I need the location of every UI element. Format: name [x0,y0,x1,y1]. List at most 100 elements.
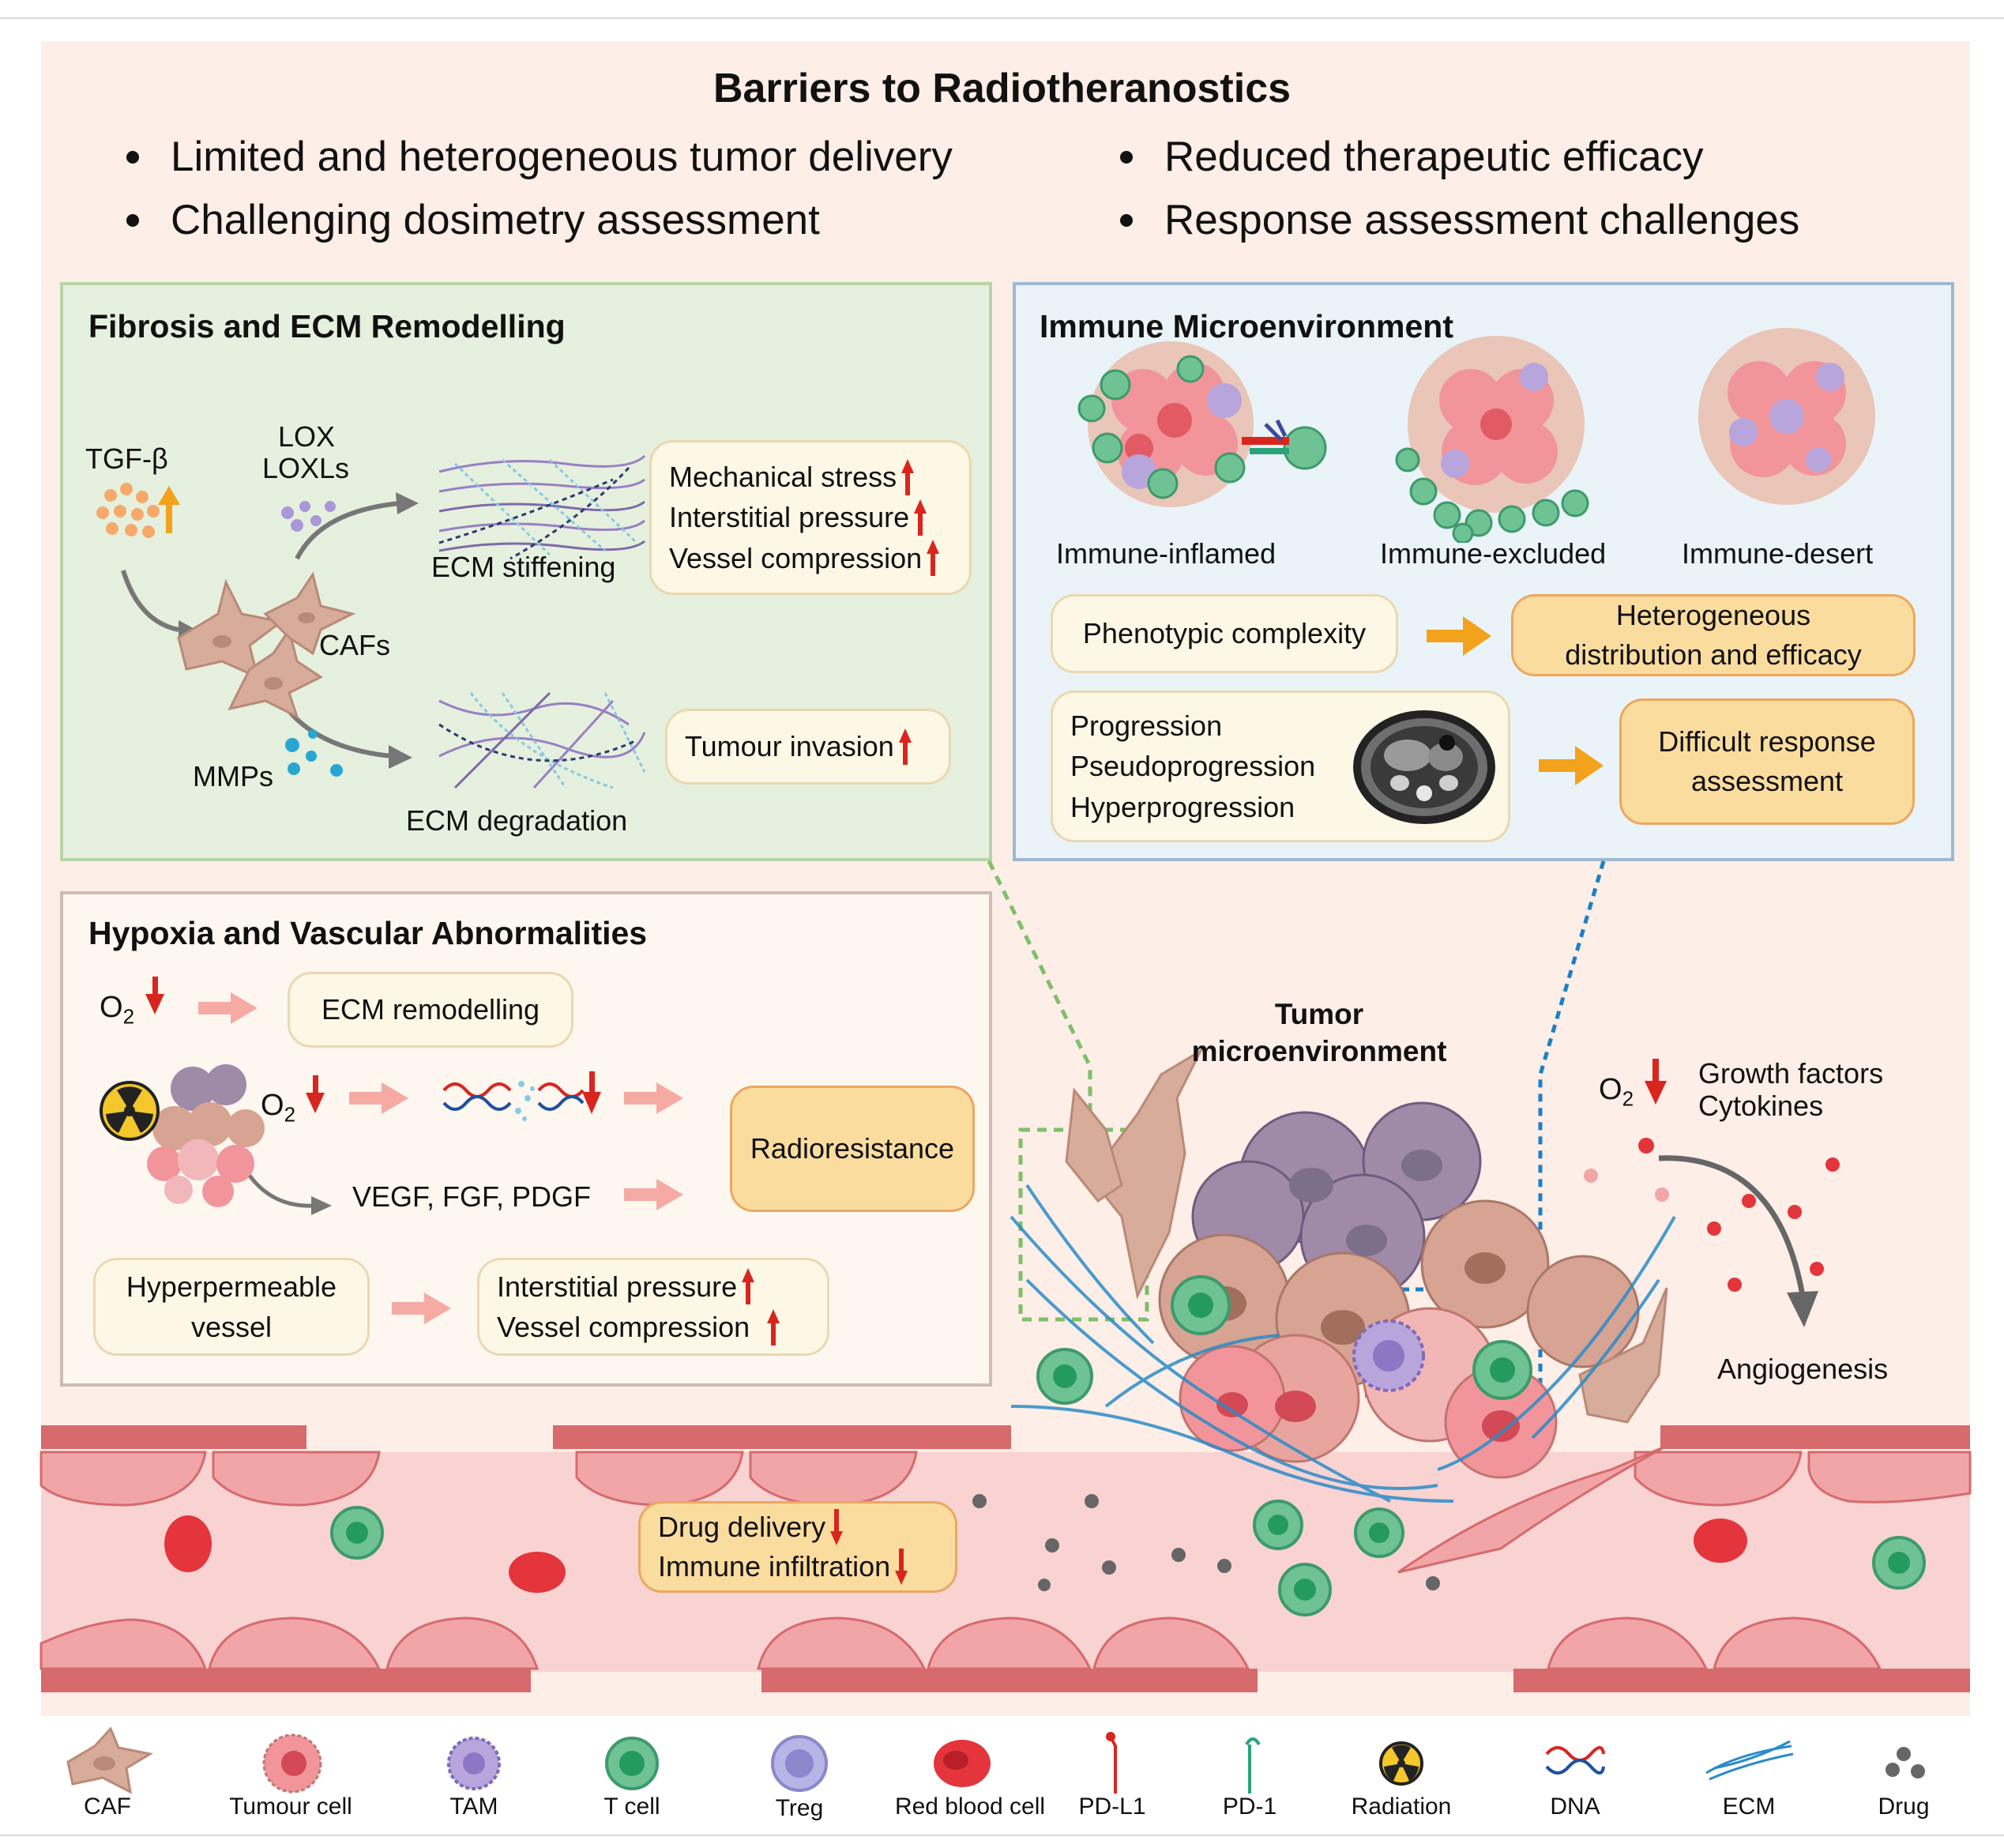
o2-text: O [1599,1073,1622,1106]
red-blood-cell-icon [934,1740,991,1787]
mmps-label: MMPs [193,760,273,792]
mechanical-effects-box: Mechanical stress Interstitial pressure … [649,440,972,595]
up-arrow-icon [901,458,915,495]
legend-label-treg: Treg [775,1795,824,1821]
tgf-beta-dots [96,483,160,538]
down-arrow-icon [145,977,164,1014]
hyperpermeable-vessel-box: Hyperpermeable vessel [93,1258,370,1356]
legend-label-red-blood-cell: Red blood cell [894,1793,1046,1820]
bullet-dot [1120,213,1133,227]
legend-label-ecm: ECM [1722,1793,1776,1820]
t-cell-icon [605,1737,659,1790]
box-text: Hyperpermeable vessel [126,1270,337,1343]
o2-text: O [100,991,123,1024]
immune-inflamed-cluster [1077,341,1327,507]
growth-factors-label: Growth factors Cytokines [1698,1057,1883,1122]
tgf-beta-label: TGF-β [85,442,168,475]
o2-subscript: 2 [1622,1086,1634,1111]
vessel-effects-box: Drug delivery Immune infiltration [638,1501,957,1593]
caf-to-stiffening-arrow [295,501,400,560]
effect-text: Vessel compression [497,1311,750,1343]
effect-text: Tumour invasion [685,730,894,763]
effect-line: Tumour invasion [685,726,931,766]
vascular-effects-box: Interstitial pressure Vessel compression [477,1258,829,1356]
vessel-wall-top [41,1425,1970,1449]
factor-text: Growth factors [1698,1057,1884,1090]
effect-line: Interstitial pressure [669,497,952,537]
bullet-text: Response assessment challenges [1164,197,1800,243]
effect-text: Vessel compression [669,541,923,574]
effect-text: Interstitial pressure [669,501,910,534]
red-blood-cells [164,1515,1747,1593]
immune-title: Immune Microenvironment [1040,308,1453,344]
o2-label: O2 [1599,1073,1634,1112]
ecm-degradation-label: ECM degradation [406,804,628,837]
growth-factor-label: VEGF, FGF, PDGF [352,1180,592,1213]
tme-caf-cells [1065,1048,1668,1424]
legend-label-dna: DNA [1550,1793,1600,1820]
progression-text: Hyperprogression [1070,790,1295,823]
down-arrow-icon [1645,1059,1667,1105]
tme-title-line: Tumor [1274,998,1364,1030]
lox-label: LOX [278,420,336,453]
legend-label-radiation: Radiation [1351,1793,1452,1820]
box-text: ECM remodelling [321,993,540,1026]
down-arrow-icon [582,1071,601,1114]
bottom-rule [0,1835,2004,1836]
up-arrow-icon [927,540,940,577]
legend-label-pd-l1: PD-L1 [1078,1793,1146,1820]
pink-arrow-icon [349,1082,408,1114]
radioresistance-box: Radioresistance [730,1086,975,1212]
bullet-dot [126,150,139,164]
cluster-to-growth-arrow [248,1174,314,1208]
orange-arrow-icon [1427,616,1491,656]
bullet-delivery: Limited and heterogeneous tumor delivery [126,133,953,181]
immune-excluded-cluster [1395,336,1589,543]
fibrosis-illustration [96,454,646,789]
tme-tam-cell [1352,1319,1425,1392]
pink-arrow-icon [198,992,258,1024]
top-rule [0,17,2004,19]
down-arrow-icon [830,1509,844,1546]
treg-icon [771,1735,828,1792]
radiation-legend-icon [1379,1741,1423,1786]
effect-line: Vessel compression [669,538,952,578]
orange-arrow-icon [1539,746,1604,785]
o2-label: O2 [100,991,134,1029]
immune-phenotype-illustration [1077,328,1875,543]
angiogenesis-label: Angiogenesis [1717,1353,1889,1385]
pink-arrow-icon [624,1082,683,1114]
effect-text: Mechanical stress [669,461,897,494]
growth-factor-dots [1584,1138,1840,1292]
factor-text: Cytokines [1698,1090,1824,1123]
bullet-dot [1120,150,1133,164]
hypoxia-illustration [100,977,683,1324]
cafs-label: CAFs [319,629,390,661]
tam-icon [447,1737,501,1790]
mmp-dots [285,729,343,777]
legend-label-caf: CAF [84,1793,131,1820]
legend-label-pd-1: PD-1 [1222,1793,1277,1820]
box-text: Radioresistance [750,1132,955,1165]
ecm-stiffening-mesh [438,454,646,560]
o2-subscript: 2 [122,1004,135,1029]
bullet-response: Response assessment challenges [1120,196,1799,244]
dna-icon [442,1081,585,1121]
bullet-text: Limited and heterogeneous tumor delivery [171,134,953,180]
phenotypic-complexity-box: Phenotypic complexity [1051,594,1398,673]
tumour-mass [1158,1101,1640,1479]
legend-label-drug: Drug [1878,1793,1930,1820]
up-arrow-icon [914,499,927,536]
vessel-caf-cell [1397,1444,1667,1574]
lox-dots [281,501,336,532]
effect-line: Interstitial pressure [497,1267,810,1307]
difficult-response-box: Difficult response assessment [1619,698,1915,825]
dna-legend-icon [1545,1746,1605,1775]
fibrosis-title: Fibrosis and ECM Remodelling [88,308,566,344]
endothelial-cells-top [39,1451,1972,1507]
ct-scan-icon [1353,710,1495,824]
pink-arrow-icon [392,1293,451,1324]
effect-text: Drug delivery [658,1511,826,1544]
effect-line: Mechanical stress [669,457,952,497]
bullet-text: Reduced therapeutic efficacy [1164,134,1704,180]
